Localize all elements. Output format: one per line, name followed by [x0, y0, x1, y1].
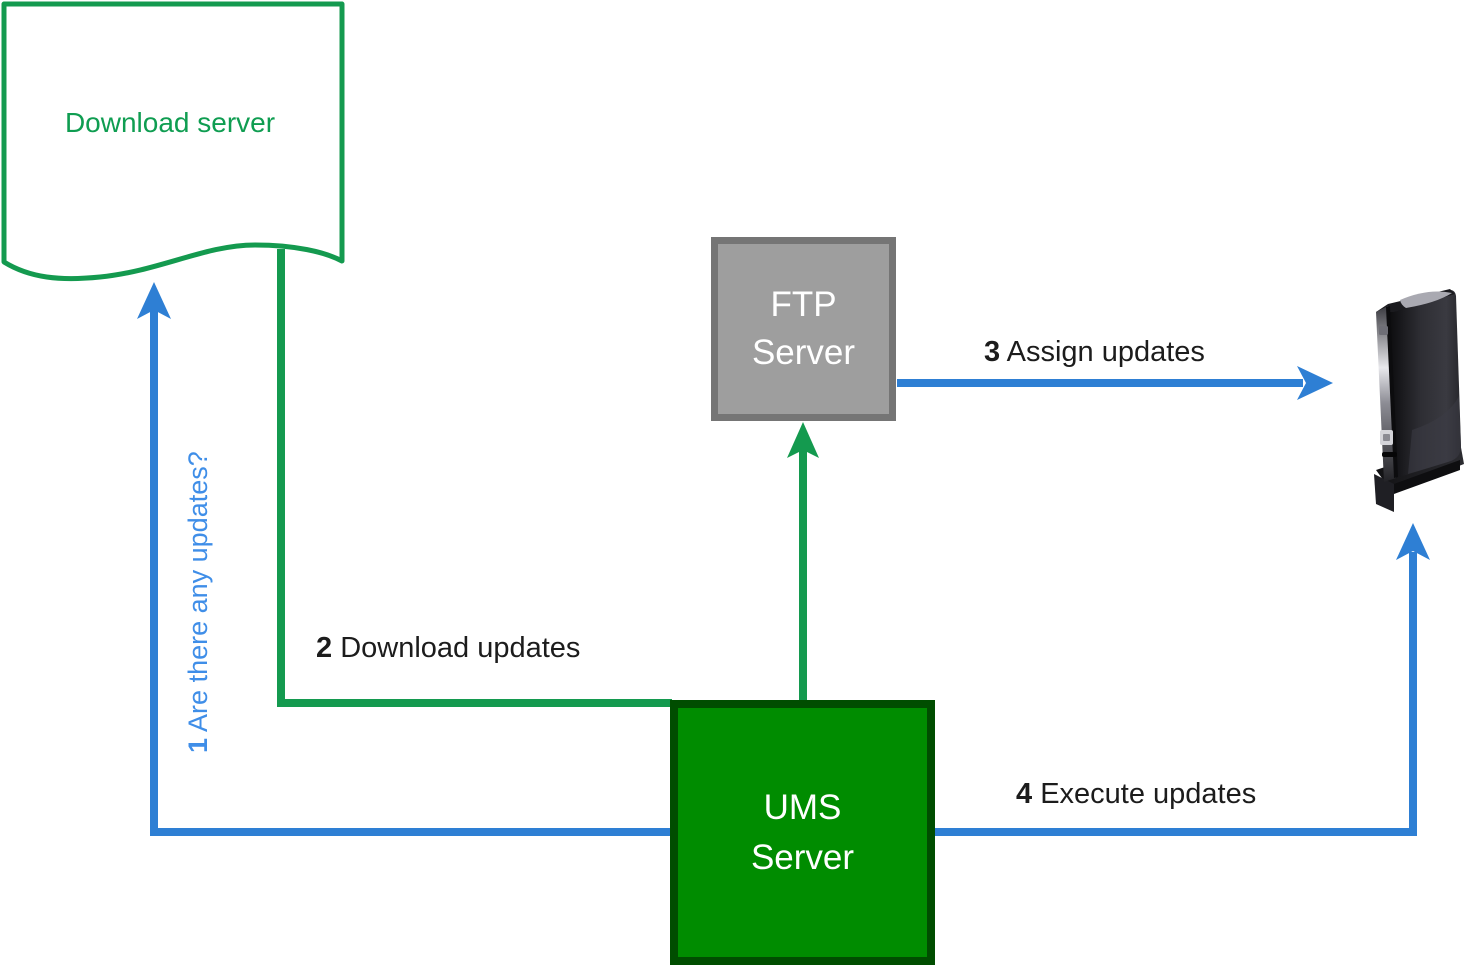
step4-number: 4	[1016, 778, 1033, 810]
download-server-label-line2: server	[197, 107, 276, 138]
ums-to-ftp-arrowhead	[787, 422, 819, 458]
download-server-document-shape	[1, 1, 345, 282]
step4-text: Execute updates	[1040, 778, 1257, 810]
step1-label: 1 Are there any updates?	[182, 451, 215, 753]
step3-number: 3	[984, 336, 1001, 368]
step1-connector-line	[150, 310, 672, 836]
ftp-server-label-line2: Server	[751, 333, 856, 372]
ums-server-node: UMS Server	[670, 700, 935, 965]
download-server-node: Download server	[20, 103, 320, 143]
ftp-server-node: FTP Server	[711, 237, 896, 421]
step4-connector-line	[933, 552, 1417, 836]
ums-server-label-line1: UMS	[763, 787, 842, 827]
ums-server-label-line2: Server	[750, 837, 855, 877]
step1-arrowhead	[137, 282, 171, 319]
step1-text: Are there any updates?	[183, 451, 213, 732]
step3-arrowhead	[1297, 366, 1333, 400]
step1-number: 1	[183, 737, 213, 753]
step4-arrowhead	[1396, 523, 1430, 560]
ftp-server-label-line1: FTP	[770, 285, 837, 324]
thin-client-tower-icon	[1374, 289, 1464, 512]
step4-label: 4 Execute updates	[1016, 778, 1256, 811]
step2-connector-line	[277, 249, 672, 707]
download-server-label-line1: Download	[64, 107, 190, 138]
step3-label: 3 Assign updates	[984, 336, 1205, 369]
step2-label: 2 Download updates	[316, 632, 580, 665]
step2-number: 2	[316, 632, 333, 664]
step2-text: Download updates	[340, 632, 581, 664]
step3-text: Assign updates	[1006, 336, 1205, 368]
